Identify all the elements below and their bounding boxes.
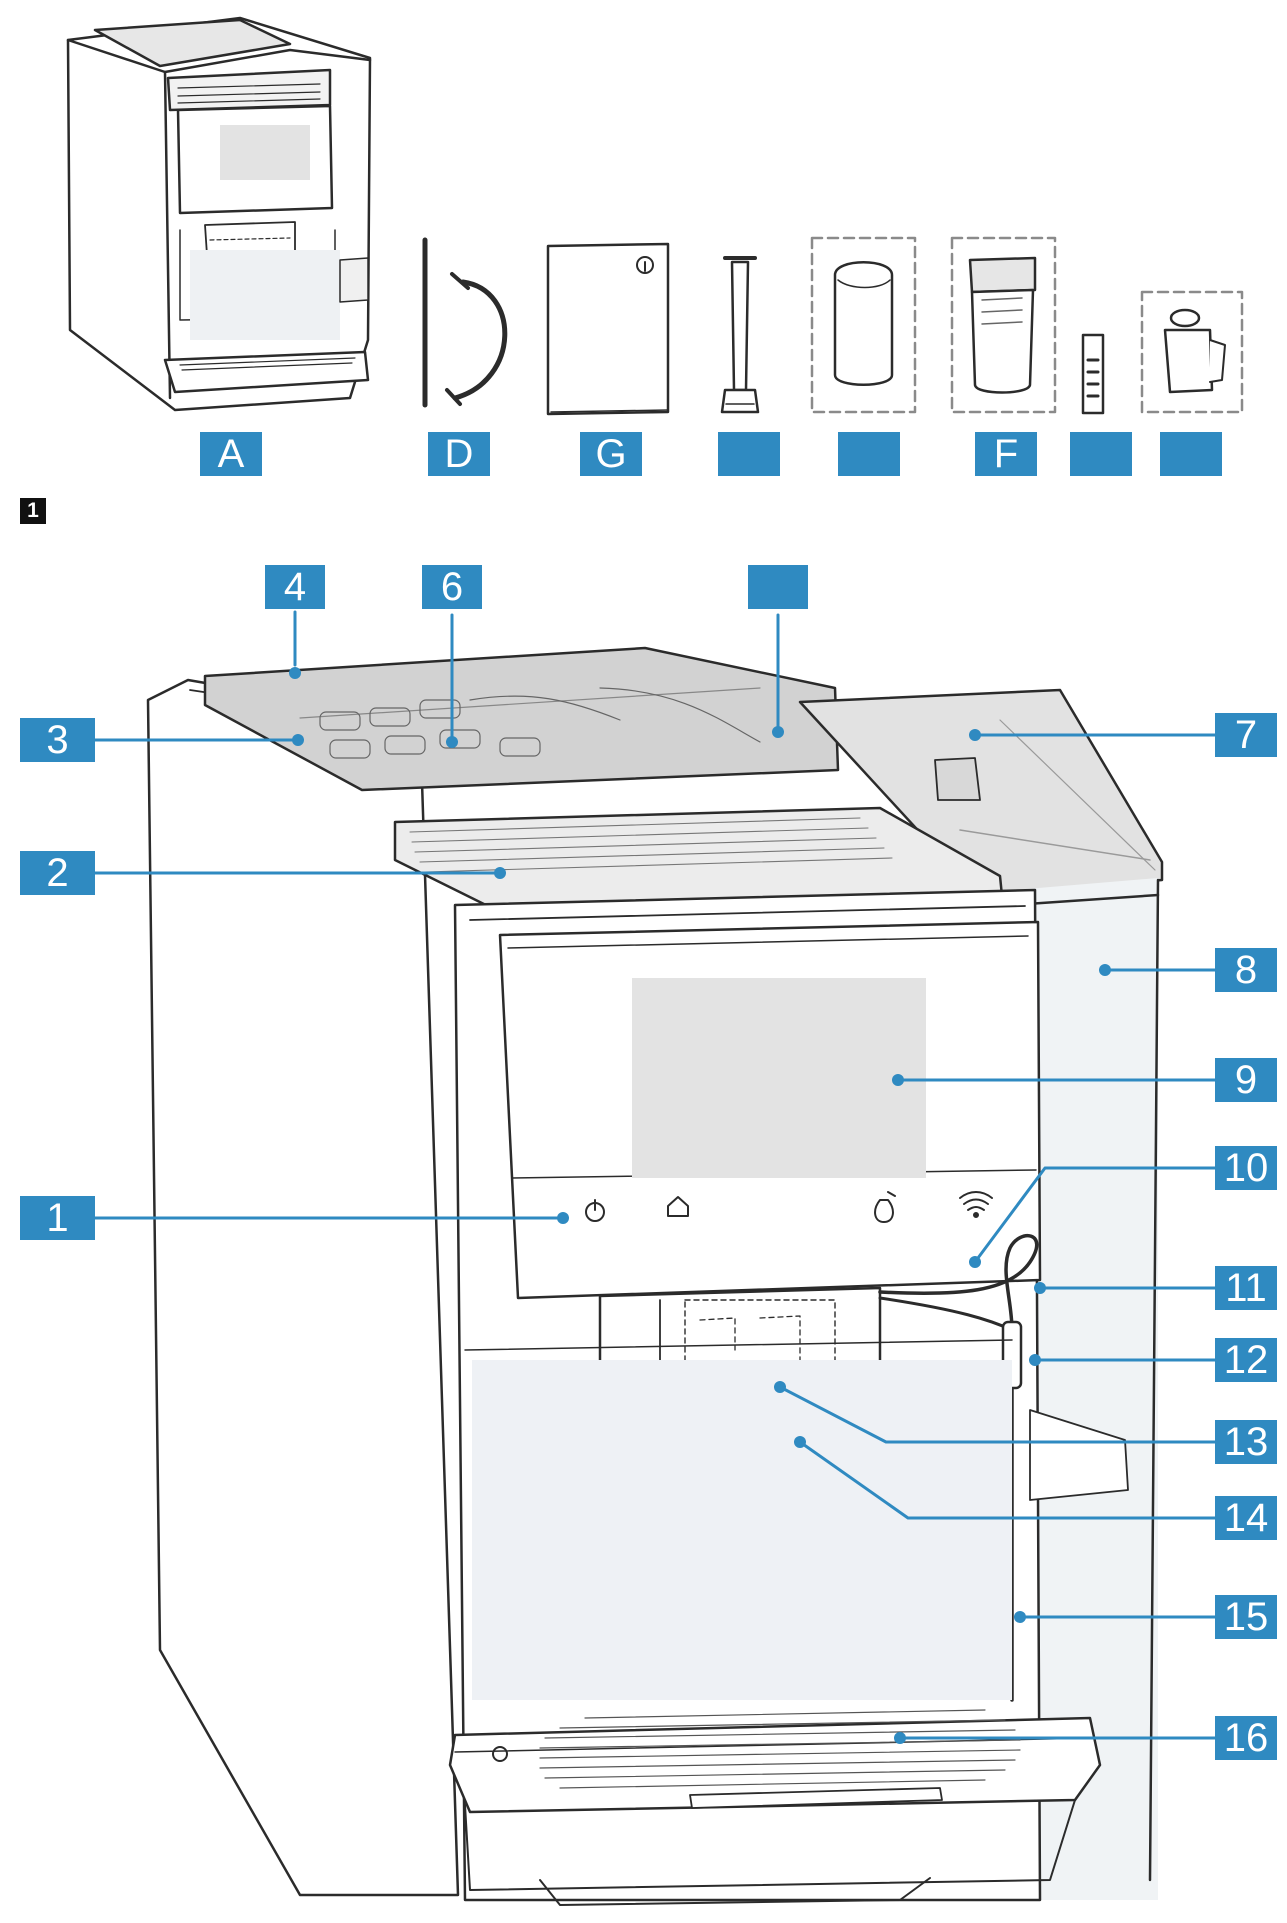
callout-label: 13: [1215, 1420, 1277, 1464]
accessory-label-d: D: [428, 432, 490, 476]
accessory-label-a: A: [200, 432, 262, 476]
accessory-test-strip: [1081, 333, 1105, 415]
accessory-label-blank-4: [1160, 432, 1222, 476]
accessory-measuring-tool: [720, 256, 760, 414]
callout-label: 14: [1215, 1496, 1277, 1540]
figure-number: 1: [20, 498, 46, 524]
callout-label: 16: [1215, 1716, 1277, 1760]
callout-label: 10: [1215, 1146, 1277, 1190]
accessory-label-g: G: [580, 432, 642, 476]
info-icon: [636, 256, 654, 274]
leader-dots: [289, 667, 1111, 1744]
callout-label: 7: [1215, 713, 1277, 757]
overview-machine: [66, 16, 372, 412]
wifi-icon: [959, 1191, 993, 1211]
accessory-label-blank-2: [838, 432, 900, 476]
callout-label: 11: [1215, 1266, 1277, 1310]
callout-label: 8: [1215, 948, 1277, 992]
callout-label: 4: [265, 565, 325, 609]
callout-label: [748, 565, 808, 609]
accessory-thermo-mug: [950, 236, 1057, 414]
callout-label: 2: [20, 851, 95, 895]
accessory-label-blank-3: [1070, 432, 1132, 476]
accessory-booklet: [546, 242, 670, 416]
callout-label: 9: [1215, 1058, 1277, 1102]
home-icon: [667, 1196, 689, 1217]
leader-lines: [93, 610, 1217, 1740]
accessory-milk-hose: [422, 237, 508, 408]
callout-label: 3: [20, 718, 95, 762]
callout-label: 15: [1215, 1595, 1277, 1639]
milk-icon: [874, 1199, 894, 1223]
accessory-label-blank-1: [718, 432, 780, 476]
accessory-label-f: F: [975, 432, 1037, 476]
callout-label: 12: [1215, 1338, 1277, 1382]
callout-label: 6: [422, 565, 482, 609]
machine-body: [146, 646, 1164, 1906]
accessory-water-filter: [1140, 290, 1244, 414]
accessory-milk-container: [810, 236, 917, 414]
callout-label: 1: [20, 1196, 95, 1240]
